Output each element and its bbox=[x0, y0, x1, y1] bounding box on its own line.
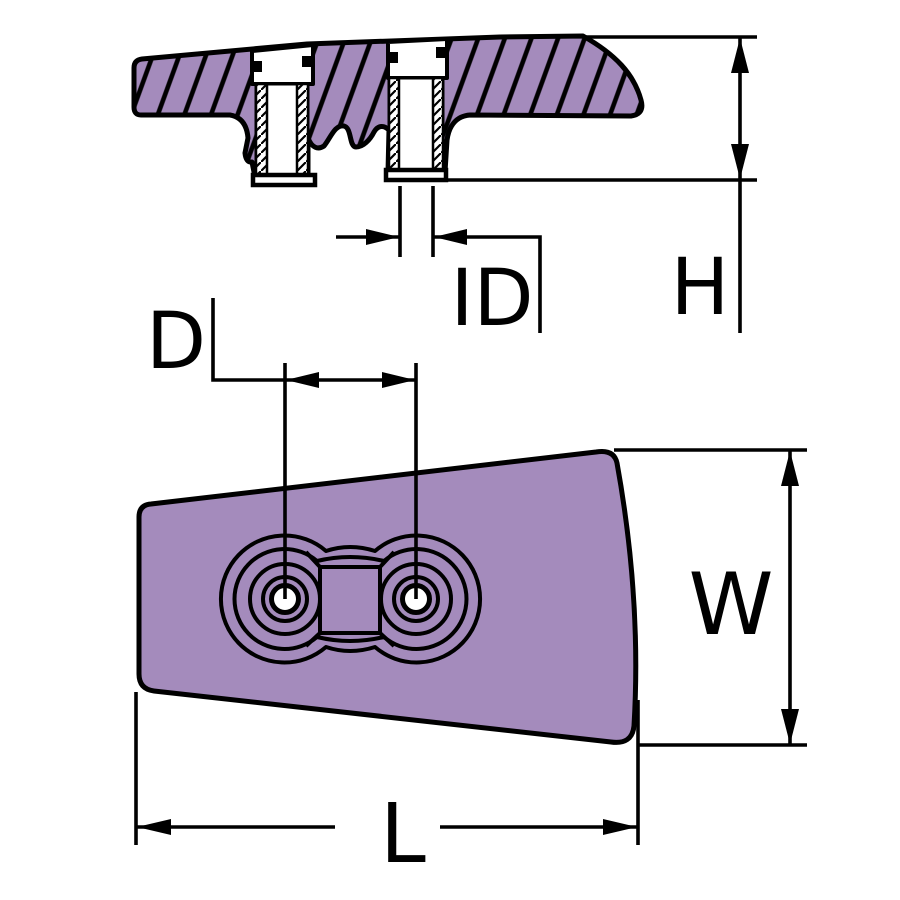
plan-view bbox=[136, 449, 639, 745]
dimension-label-w: W bbox=[688, 555, 773, 655]
dimension-label-d: D bbox=[146, 297, 206, 387]
h-arrow-down bbox=[731, 144, 749, 179]
dimension-d: D bbox=[146, 297, 418, 599]
w-arrow-down bbox=[781, 709, 799, 744]
d-leader-line bbox=[211, 298, 285, 382]
right-insert-head bbox=[386, 37, 449, 80]
dimension-label-l: L bbox=[380, 787, 426, 882]
h-arrow-up bbox=[731, 38, 749, 73]
dimension-l: L bbox=[134, 692, 640, 882]
d-arrow-left bbox=[286, 372, 319, 388]
bridge-chamfer-lines bbox=[304, 550, 396, 648]
dimension-h: H bbox=[444, 35, 757, 333]
left-insert-bottom-flange bbox=[250, 172, 318, 188]
right-insert-notch-left bbox=[387, 52, 398, 63]
dimension-label-h: H bbox=[671, 243, 730, 333]
cross-section-view bbox=[131, 33, 645, 188]
l-arrow-right bbox=[603, 819, 637, 835]
left-insert-thread-wall bbox=[254, 82, 269, 178]
right-insert-thread-wall bbox=[431, 76, 445, 172]
w-arrow-up bbox=[781, 451, 799, 486]
id-arrow-right bbox=[366, 229, 399, 245]
dimension-id: ID bbox=[336, 186, 542, 344]
l-arrow-left bbox=[137, 819, 171, 835]
left-insert-thread-wall bbox=[295, 82, 310, 178]
d-arrow-right bbox=[382, 372, 415, 388]
left-insert-sleeve bbox=[250, 43, 318, 188]
right-insert-bottom-flange bbox=[383, 167, 449, 183]
center-bridge-block bbox=[318, 565, 382, 635]
right-insert-sleeve bbox=[383, 37, 449, 183]
left-insert-head bbox=[250, 43, 315, 86]
left-insert-notch-right bbox=[302, 56, 313, 67]
dimension-w: W bbox=[614, 448, 807, 747]
dimension-label-id: ID bbox=[450, 254, 533, 344]
left-insert-notch-left bbox=[251, 61, 262, 72]
id-dimension-leader bbox=[434, 235, 542, 333]
pocket-outer-outline bbox=[218, 533, 483, 665]
id-arrow-left bbox=[434, 229, 467, 245]
right-insert-thread-wall bbox=[387, 76, 401, 172]
plan-body bbox=[136, 449, 639, 745]
right-insert-notch-right bbox=[436, 47, 447, 58]
